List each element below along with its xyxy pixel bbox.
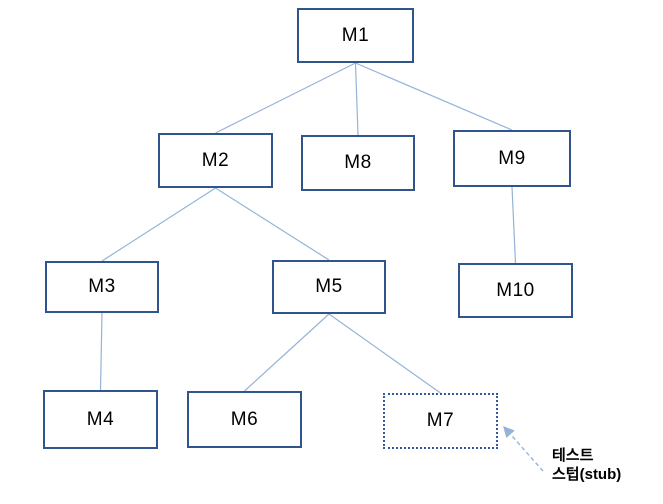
node-m9-label: M9: [498, 147, 526, 169]
node-m2: M2: [158, 133, 273, 188]
edge-M1-M8: [354, 62, 359, 136]
node-m4: M4: [43, 390, 158, 449]
edge-M5-M7: [328, 313, 441, 394]
edge-M1-M2: [215, 62, 356, 134]
node-m1-label: M1: [341, 24, 370, 46]
edge-M3-M4: [99, 312, 103, 391]
node-m10: M10: [458, 263, 573, 318]
stub-callout-arrow: [503, 425, 544, 472]
node-m3: M3: [45, 261, 159, 313]
node-m5-label: M5: [315, 276, 343, 297]
node-m3-label: M3: [88, 276, 116, 297]
node-m10-label: M10: [496, 279, 535, 301]
node-m4-label: M4: [86, 408, 115, 430]
node-m7-label: M7: [426, 410, 455, 431]
stub-annotation: 테스트 스텁(stub): [552, 446, 621, 484]
node-m8: M8: [301, 135, 415, 191]
node-m6: M6: [187, 391, 302, 448]
stub-annotation-line-2: 스텁(stub): [552, 466, 622, 483]
node-m7-stub: M7: [383, 393, 498, 449]
edge-M2-M3: [101, 187, 216, 262]
edge-M9-M10: [511, 186, 517, 264]
node-m5: M5: [272, 260, 386, 314]
edge-M5-M6: [244, 313, 330, 392]
edge-M1-M9: [355, 62, 513, 131]
node-m8-label: M8: [344, 152, 372, 173]
node-m6-label: M6: [230, 408, 259, 430]
node-m9: M9: [453, 130, 571, 187]
node-m2-label: M2: [201, 149, 230, 171]
node-m1: M1: [297, 8, 414, 63]
stub-annotation-line-1: 테스트: [552, 447, 594, 464]
edge-M2-M5: [215, 187, 330, 261]
